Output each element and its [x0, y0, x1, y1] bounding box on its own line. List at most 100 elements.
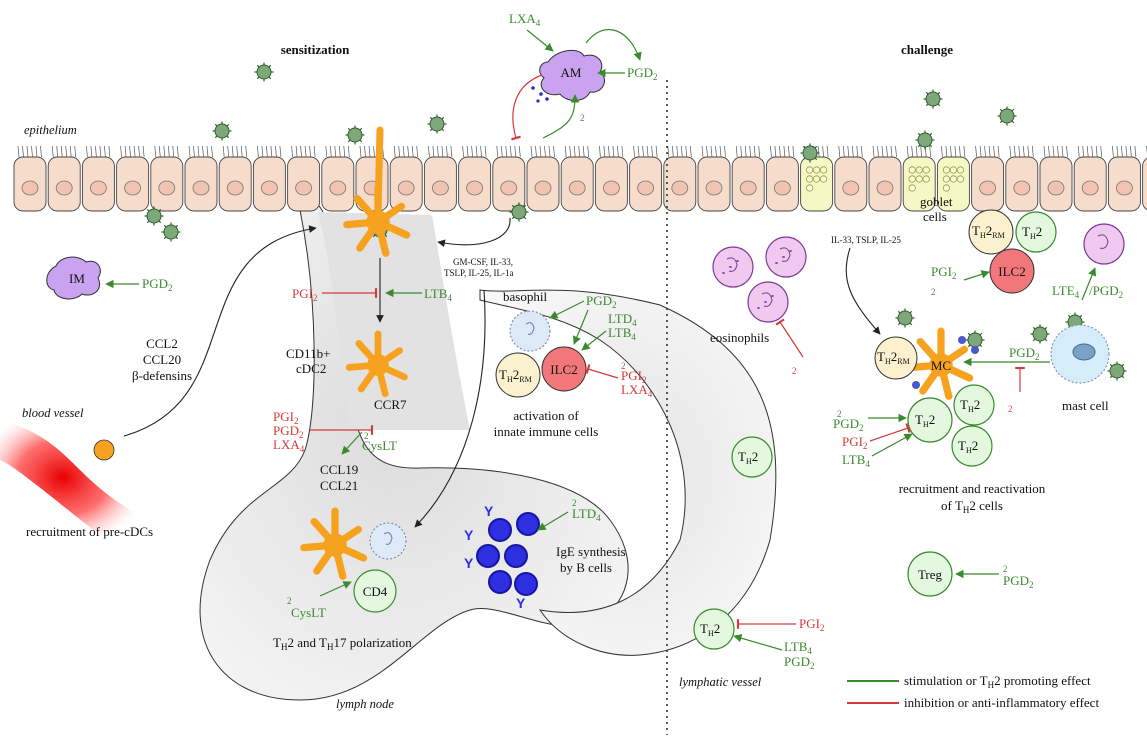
cilium — [441, 145, 444, 158]
cilium — [428, 145, 430, 158]
allergen-spike — [226, 123, 230, 127]
cd11b-label: CD11b+ — [286, 346, 330, 361]
cilium — [1022, 145, 1025, 158]
cilium — [1116, 145, 1119, 158]
cilium — [548, 145, 551, 158]
basophil-cell — [509, 310, 551, 352]
am-label: AM — [561, 65, 582, 80]
recruitment-pre-cdcs-label: recruitment of pre-cDCs — [26, 524, 153, 539]
pgd2-mc: PGD2 — [1009, 345, 1040, 362]
cilium — [1009, 145, 1012, 158]
cilium — [347, 145, 350, 158]
allergen-spike — [158, 208, 162, 212]
cilium — [817, 145, 820, 158]
cilium — [411, 145, 414, 158]
th2-top-label: TH2 — [1022, 224, 1042, 241]
ige-antibody: Y — [484, 503, 494, 519]
cilium — [920, 145, 923, 158]
pge2-ilc2: 2 — [931, 287, 936, 297]
eosinophil — [765, 236, 807, 278]
cilium — [496, 145, 499, 158]
cilium — [343, 145, 346, 158]
cilium — [984, 145, 986, 158]
allergen — [923, 89, 943, 109]
cilium — [518, 145, 521, 158]
cilium — [471, 145, 473, 158]
epithelial-nucleus — [226, 180, 244, 196]
epithelial-nucleus — [705, 180, 723, 196]
epithelial-nucleus — [192, 180, 210, 196]
allergen — [915, 130, 935, 150]
ilc2-left-label: ILC2 — [550, 362, 577, 377]
lxa4-am-arrow — [526, 29, 554, 52]
im-label: IM — [69, 271, 85, 286]
epithelial-nucleus — [603, 180, 620, 196]
cilium — [950, 145, 952, 158]
cilium — [202, 145, 204, 158]
cilium — [753, 145, 756, 158]
epithelial-nucleus — [876, 180, 894, 196]
cilium — [393, 145, 396, 158]
cilium — [617, 145, 619, 158]
allergen-spike — [146, 220, 150, 224]
allergen-spike — [1044, 338, 1048, 342]
goblet-granule — [942, 166, 951, 174]
lte4-label: LTE4 — [1052, 283, 1080, 300]
cilium — [906, 145, 909, 158]
epithelial-nucleus — [55, 180, 73, 196]
allergen-spike — [441, 128, 445, 132]
cilium — [851, 145, 854, 158]
pge2-mc: 2 — [1008, 404, 1013, 414]
allergen-spike — [158, 220, 162, 224]
cd4-stim-arrow — [319, 581, 352, 597]
cilium — [895, 145, 897, 158]
allergen-spike — [1067, 314, 1071, 318]
th2rm-mc-label: TH2RM — [877, 349, 910, 366]
b-cell — [514, 572, 538, 596]
allergen-spike — [999, 108, 1003, 112]
allergen-spike — [175, 236, 179, 240]
am-autocrine-arrow — [585, 28, 642, 61]
cilium — [599, 145, 601, 158]
pge2-eos: 2 — [792, 366, 797, 376]
cilium — [65, 145, 68, 158]
cilium — [637, 145, 640, 158]
mast-cell-label: mast cell — [1062, 398, 1109, 413]
cilium — [993, 145, 995, 158]
cilium — [466, 145, 469, 158]
allergen-spike — [523, 216, 527, 220]
recruit-line2: of TH2 cells — [941, 498, 1003, 515]
cilium — [95, 145, 97, 158]
epithelial-nucleus — [500, 180, 518, 196]
treg-cell — [907, 551, 953, 597]
ccl20-label: CCL20 — [143, 352, 181, 367]
im-cell — [46, 256, 101, 300]
cilium — [500, 145, 503, 158]
epithelial-nucleus — [158, 180, 176, 196]
cilium — [881, 145, 884, 158]
mc-label: MC — [931, 358, 951, 373]
cilium — [603, 145, 606, 158]
svg-text:LTB4: LTB4 — [842, 452, 870, 469]
cilium — [770, 145, 772, 158]
th2-cluster-regulators: 2 PGD2 PGI2 LTB4 — [833, 409, 913, 469]
svg-text:PGD2: PGD2 — [273, 423, 304, 440]
epithelial-nucleus — [431, 180, 449, 196]
th2-cluster-1 — [907, 397, 953, 443]
allergen-spike — [929, 144, 933, 148]
cilium — [1043, 145, 1046, 158]
epithelial-nucleus — [124, 180, 142, 196]
eosinophil-granule — [730, 266, 732, 268]
il33-arrow — [845, 247, 881, 335]
cilium — [505, 145, 508, 158]
cilium — [158, 145, 161, 158]
cilium — [206, 145, 209, 158]
svg-text:2: 2 — [837, 409, 842, 419]
cilium — [163, 145, 166, 158]
cilium — [22, 145, 24, 158]
activation-line1: activation of — [513, 408, 579, 423]
allergen-spike — [511, 204, 515, 208]
epithelial-cytokines-arrow — [437, 217, 511, 248]
bcell-stim-arrow — [537, 511, 569, 531]
cilium — [578, 145, 581, 158]
